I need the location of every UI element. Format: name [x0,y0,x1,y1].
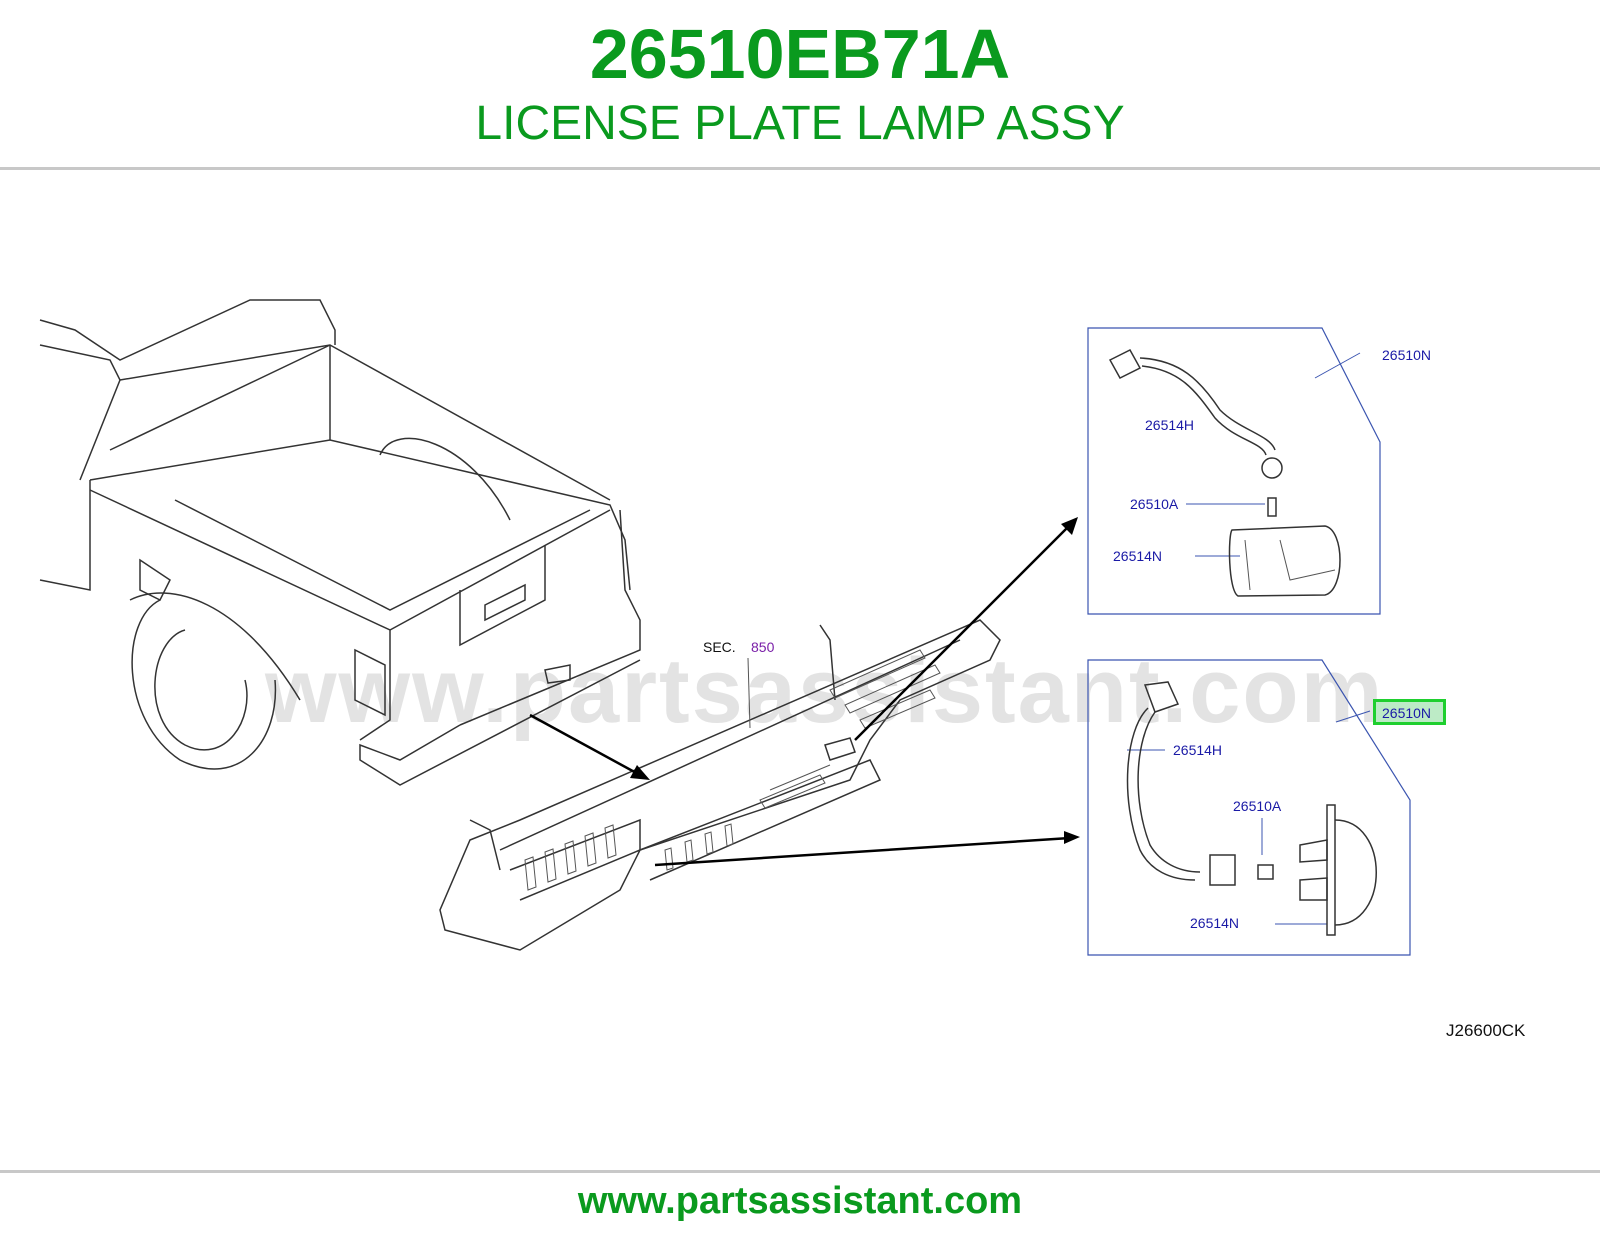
header-divider [0,167,1600,170]
callout-lower-bulb: 26510A [1233,798,1282,814]
callout-lower-lens: 26514N [1190,915,1239,931]
rear-bumper-illustration: SEC. 850 [439,619,1001,951]
upper-harness-drawing [1108,349,1283,517]
callout-upper-harness: 26514H [1145,417,1194,433]
truck-illustration [39,299,641,786]
bumper-step-slots [524,649,941,891]
watermark-text: www.partsassistant.com [264,640,1384,742]
detail-box-upper: 26510N 26514H 26510A 26514N [1087,327,1431,615]
parts-diagram: www.partsassistant.com [39,299,1526,1040]
part-name-subtitle: LICENSE PLATE LAMP ASSY [475,97,1125,150]
upper-lens-drawing [1228,525,1341,597]
section-label: SEC. [703,639,736,655]
pointer-arrows [529,517,1080,867]
part-number-title: 26510EB71A [589,15,1011,93]
lower-harness-drawing [1126,681,1274,886]
page-header: 26510EB71A LICENSE PLATE LAMP ASSY [0,0,1600,168]
callout-lower-harness: 26514H [1173,742,1222,758]
section-number: 850 [751,639,775,655]
callout-upper-bulb: 26510A [1130,496,1179,512]
detail-box-lower: 26510N 26514H 26510A 26514N [1087,659,1446,956]
footer-divider [0,1170,1600,1173]
callout-upper-lens: 26514N [1113,548,1162,564]
lower-lens-drawing [1299,804,1377,936]
diagram-reference-code: J26600CK [1446,1021,1526,1040]
footer-website-url: www.partsassistant.com [577,1180,1023,1222]
callout-lower-lamp-assy: 26510N [1382,705,1431,721]
callout-upper-lamp-assy: 26510N [1382,347,1431,363]
